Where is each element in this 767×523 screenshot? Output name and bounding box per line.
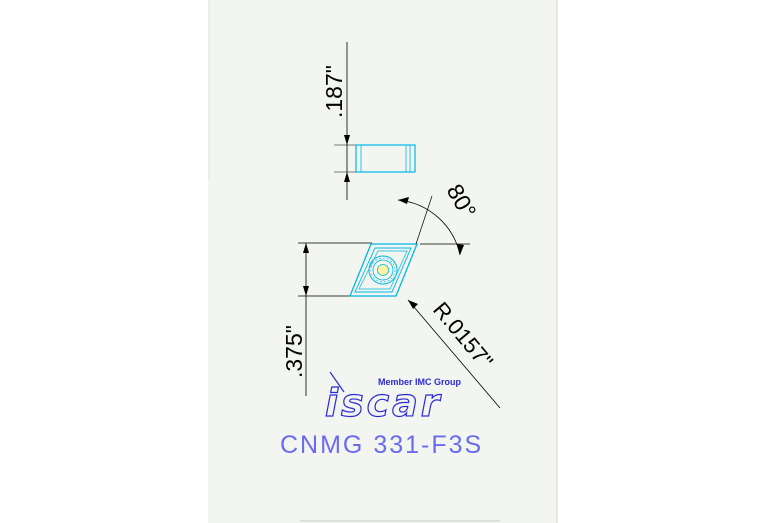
- angle-leg-top: [415, 195, 433, 245]
- insert-hole: [377, 264, 389, 276]
- thickness-arrow-bottom: [344, 172, 350, 182]
- radius-arrow: [408, 300, 418, 309]
- logo-wordmark: iscar: [325, 381, 443, 425]
- insert-bumps: [370, 257, 396, 283]
- insert-land: [358, 250, 408, 290]
- paper-upper-notch: [200, 0, 210, 182]
- ic-dimension-label: .375": [281, 325, 307, 378]
- radius-leader: [407, 299, 501, 409]
- part-designation: CNMG 331-F3S: [280, 431, 483, 459]
- logo-tagline: Member IMC Group: [378, 377, 462, 387]
- side-view: .187": [321, 42, 416, 200]
- ic-arrow-bottom: [303, 286, 309, 296]
- thickness-dimension-label: .187": [321, 65, 347, 118]
- logo-swoosh: [329, 371, 345, 393]
- insert-hole-ring: [368, 255, 398, 285]
- angle-arrow-right: [457, 244, 464, 255]
- insert-outline: [349, 243, 418, 297]
- angle-arrow-top: [398, 197, 409, 204]
- thickness-arrow-top: [344, 135, 350, 145]
- paper-background: [208, 0, 558, 523]
- insert-chipbreaker: [354, 247, 412, 293]
- insert-side-profile: [355, 144, 416, 173]
- angle-arc: [397, 199, 461, 256]
- iscar-logo: iscar Member IMC Group: [324, 371, 462, 426]
- ic-arrow-top: [303, 243, 309, 253]
- insert-hole-ring-inner: [372, 259, 394, 281]
